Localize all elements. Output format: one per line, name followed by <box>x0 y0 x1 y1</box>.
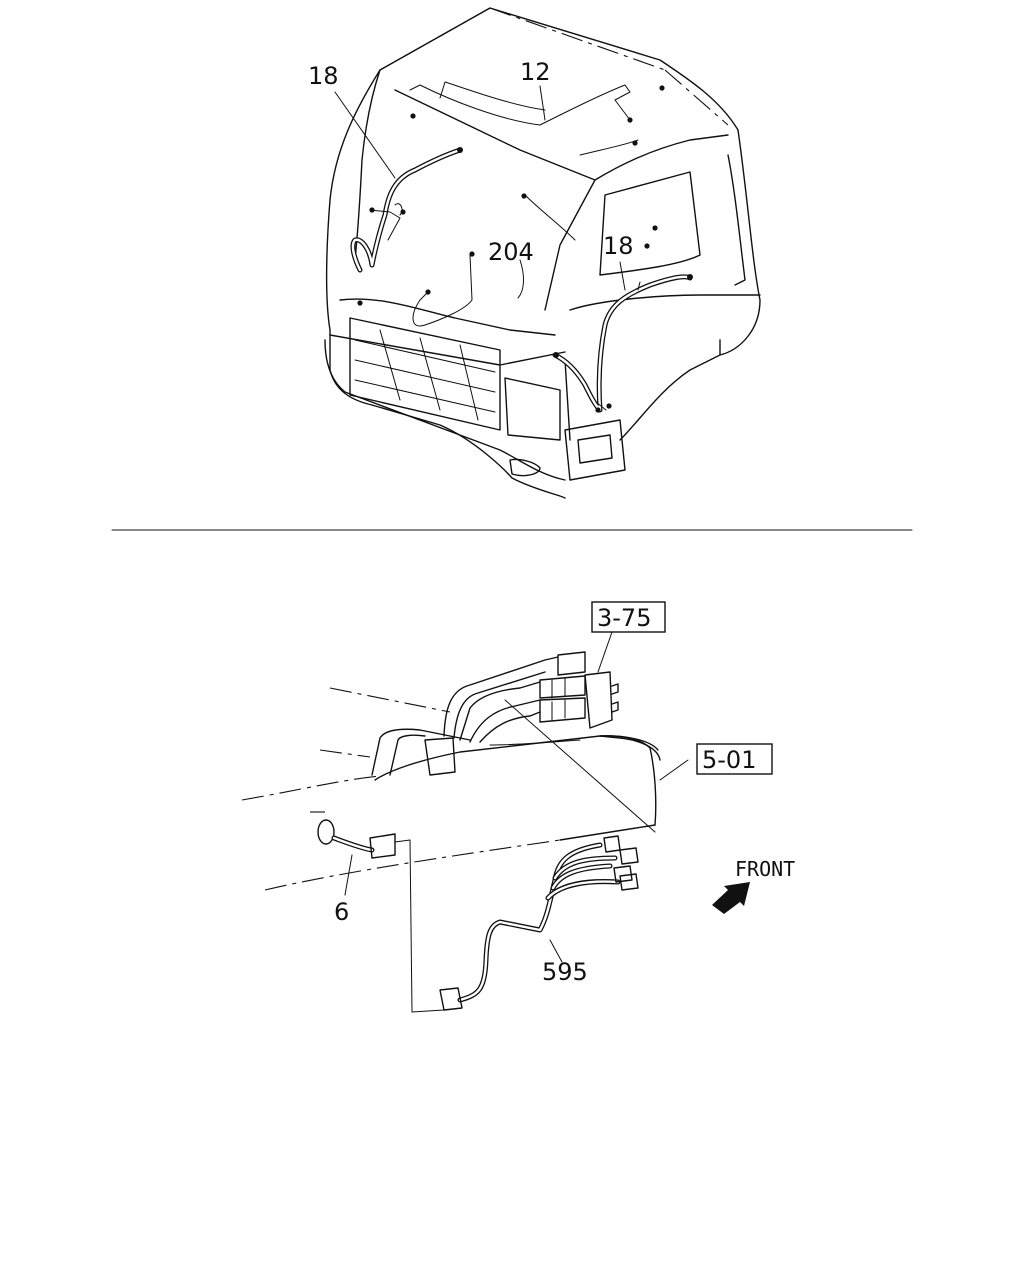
truck-cab-illustration <box>324 7 761 499</box>
callout-12: 12 <box>520 58 551 86</box>
ref-5-01-label: 5-01 <box>702 746 756 774</box>
callout-18-left: 18 <box>308 62 339 90</box>
front-arrow-icon <box>712 882 750 914</box>
ref-box-3-75[interactable]: 3-75 <box>591 601 666 633</box>
callout-6: 6 <box>334 898 349 926</box>
chassis-frame-illustration <box>241 631 689 1013</box>
callout-204: 204 <box>488 238 534 266</box>
callout-595: 595 <box>542 958 588 986</box>
ref-3-75-label: 3-75 <box>597 604 651 632</box>
front-direction-label: FRONT <box>735 857 795 881</box>
callout-18-right: 18 <box>603 232 634 260</box>
ref-box-5-01[interactable]: 5-01 <box>696 743 773 775</box>
